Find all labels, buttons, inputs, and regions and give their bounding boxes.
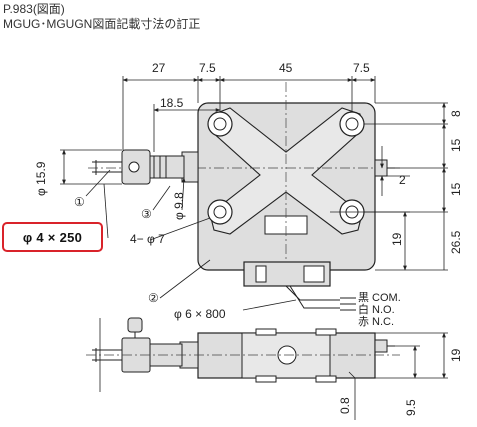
wire-red-label: 赤 N.C. bbox=[358, 315, 394, 328]
top-view bbox=[88, 82, 400, 311]
plunger bbox=[92, 149, 199, 185]
callout-1: ① bbox=[74, 195, 85, 209]
dim-26-5: 26.5 bbox=[449, 230, 463, 254]
dim-9-5: 9.5 bbox=[404, 399, 418, 416]
wire-white-label: 白 N.O. bbox=[358, 302, 395, 316]
front-view bbox=[86, 317, 400, 383]
top-dimensions bbox=[122, 76, 376, 152]
callout-3: ③ bbox=[141, 207, 152, 221]
dim-15-top: 15 bbox=[449, 138, 463, 152]
page-reference: P.983(図面) bbox=[3, 2, 65, 16]
dim-45: 45 bbox=[279, 61, 293, 75]
dim-8: 8 bbox=[449, 110, 463, 117]
callout-holes: 4− φ 7 bbox=[130, 232, 165, 246]
right-dimensions bbox=[330, 102, 448, 271]
cable-spec: φ 6 × 800 bbox=[174, 307, 226, 321]
wire-black-label: 黒 COM. bbox=[358, 291, 401, 304]
dim-27: 27 bbox=[152, 61, 166, 75]
corrected-spec-label: φ 4 × 250 bbox=[22, 229, 83, 245]
callout-2: ② bbox=[148, 291, 159, 305]
dim-19-side: 19 bbox=[390, 232, 404, 246]
x-plate bbox=[209, 107, 363, 235]
dim-phi-9-8: φ 9.8 bbox=[172, 192, 186, 220]
dim-2: 2 bbox=[399, 173, 406, 187]
dim-0-8: 0.8 bbox=[338, 397, 352, 414]
dim-7-5-left: 7.5 bbox=[199, 61, 216, 75]
dim-7-5-right: 7.5 bbox=[353, 61, 370, 75]
dim-phi-15-9: φ 15.9 bbox=[34, 161, 48, 196]
page-title: MGUG･MGUGN図面記載寸法の訂正 bbox=[3, 17, 201, 31]
corrected-spec-box: φ 4 × 250 bbox=[2, 222, 103, 252]
dim-19-bottom: 19 bbox=[449, 348, 463, 362]
dim-15-bottom: 15 bbox=[449, 182, 463, 196]
dim-18-5: 18.5 bbox=[160, 96, 184, 110]
